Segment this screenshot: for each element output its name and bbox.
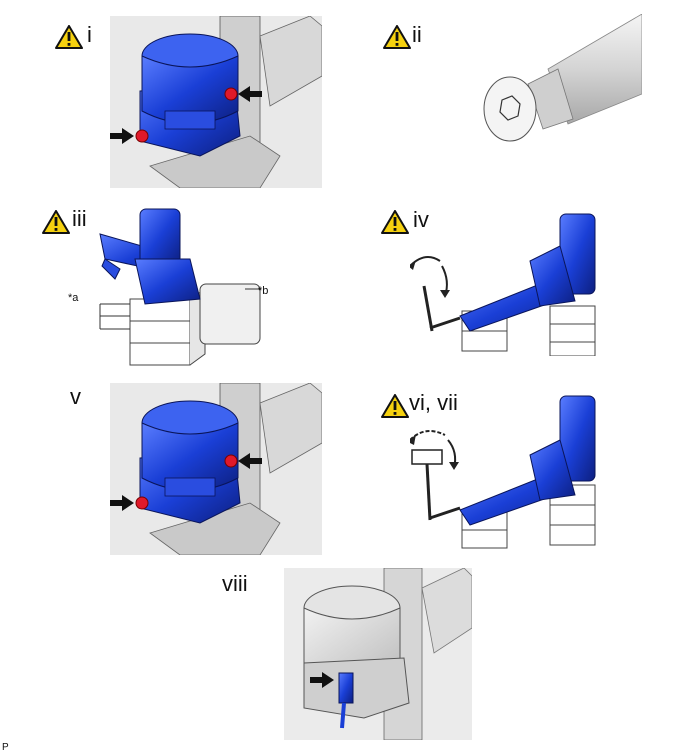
motor-removal-illustration xyxy=(110,16,322,188)
step-viii-label: viii xyxy=(222,571,248,596)
arrow-right-icon xyxy=(110,128,134,144)
step-i-label: i xyxy=(87,22,92,47)
arrow-right-icon xyxy=(310,672,334,688)
step-vi-vii-panel xyxy=(410,390,610,550)
step-i-warning-triangle-icon xyxy=(55,25,83,49)
motor-install-illustration xyxy=(110,383,322,555)
step-iv-warning-triangle-icon xyxy=(381,210,409,234)
torque-check-illustration xyxy=(410,213,596,356)
step-ii-label: ii xyxy=(412,22,422,47)
step-iii-label: iii xyxy=(72,206,87,231)
hex-socket-icon xyxy=(499,95,521,121)
connector-install-illustration xyxy=(284,568,472,740)
step-viii-panel xyxy=(284,568,472,740)
torque-wrench-illustration xyxy=(410,395,596,549)
callout-a: *a xyxy=(68,292,79,304)
step-ii-panel xyxy=(478,14,642,186)
step-vi-vii-warning-triangle-icon xyxy=(381,394,409,418)
step-iii-panel xyxy=(60,204,278,366)
arrow-right-icon xyxy=(110,495,134,511)
step-ii-warning-triangle-icon xyxy=(383,25,411,49)
column-on-blocks-illustration xyxy=(99,208,261,366)
step-v-label: v xyxy=(70,384,81,409)
step-v-panel xyxy=(110,383,322,555)
arrow-left-icon xyxy=(238,86,262,102)
step-iv-panel xyxy=(410,206,610,356)
step-iv-label: iv xyxy=(413,207,429,232)
callout-b: *b xyxy=(258,285,269,297)
step-i-panel xyxy=(110,16,322,188)
shaft-end-illustration xyxy=(483,14,642,142)
step-iii-warning-triangle-icon xyxy=(42,210,70,234)
arrow-left-icon xyxy=(238,453,262,469)
corner-mark: P xyxy=(2,742,9,753)
step-vi-vii-label: vi, vii xyxy=(409,390,458,415)
